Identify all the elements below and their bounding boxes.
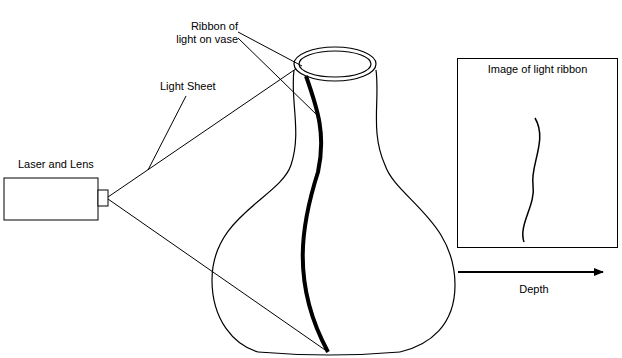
image-box: Image of light ribbon <box>457 58 618 248</box>
callout-label: Ribbon of light on vase <box>172 20 238 46</box>
vase <box>212 47 455 355</box>
ribbon-image-curve <box>523 118 540 242</box>
node-title: Image of light ribbon <box>458 63 617 76</box>
light-ribbon <box>303 76 328 352</box>
light-sheet <box>108 64 328 352</box>
node-title: Laser and Lens <box>2 158 118 171</box>
depth-arrow <box>458 271 603 273</box>
leader-lines <box>148 32 318 170</box>
axis-label: Depth <box>504 283 564 296</box>
laser-box: Laser and Lens <box>2 158 118 228</box>
callout-label: Light Sheet <box>160 80 230 93</box>
